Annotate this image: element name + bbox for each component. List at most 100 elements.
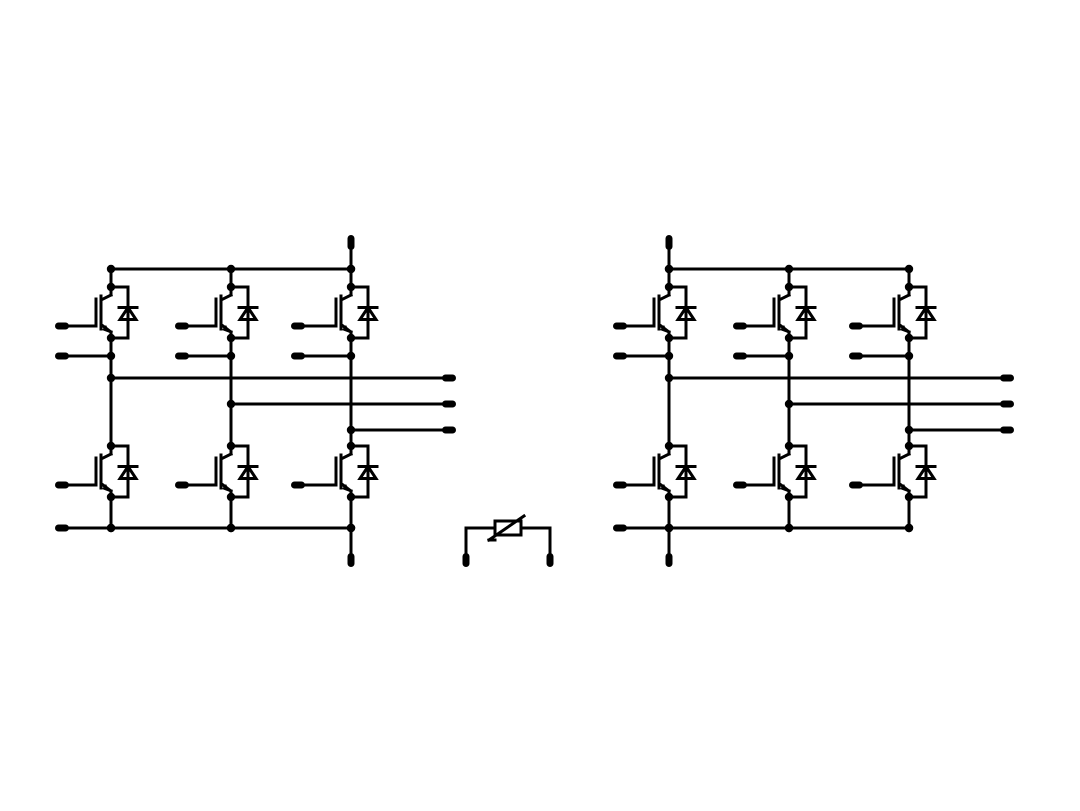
junction-dot	[904, 492, 914, 502]
collector-lead	[778, 292, 792, 302]
junction-dot	[904, 523, 914, 533]
collector-lead	[340, 292, 354, 302]
junction-dot	[664, 264, 674, 274]
junction-dot	[784, 523, 794, 533]
collector-lead	[340, 451, 354, 461]
wiring	[67, 248, 1002, 555]
junction-dot	[226, 351, 236, 361]
diode-triangle	[915, 304, 937, 321]
diode-triangle	[795, 463, 817, 480]
collector-lead	[658, 451, 672, 461]
terminal-pad	[849, 481, 863, 489]
terminal-pad	[291, 481, 305, 489]
emitter-arrow	[900, 325, 908, 333]
emitter-arrow	[342, 484, 350, 492]
diode-triangle	[237, 463, 259, 480]
emitter-arrow	[780, 484, 788, 492]
junction-dot	[664, 333, 674, 343]
junction-dot	[904, 351, 914, 361]
igbt-with-antiparallel-diode-icon	[861, 285, 937, 358]
junction-dot	[784, 492, 794, 502]
terminal-pad	[613, 322, 627, 330]
diode-triangle	[915, 463, 937, 480]
collector-lead	[898, 451, 912, 461]
diode-triangle	[675, 304, 697, 321]
junction-dot	[106, 523, 116, 533]
junction-dot	[346, 282, 356, 292]
terminal-pad	[613, 352, 627, 360]
terminal-pad	[55, 352, 69, 360]
igbt-with-antiparallel-diode-icon	[625, 285, 697, 358]
terminal-pad	[347, 235, 355, 250]
terminal-pad	[175, 481, 189, 489]
diode-triangle	[117, 463, 139, 480]
igbt-with-antiparallel-diode-icon	[303, 444, 379, 530]
terminal-pad	[733, 322, 747, 330]
emitter-arrow	[102, 484, 110, 492]
terminal-pad	[665, 553, 673, 567]
junction-dot	[106, 264, 116, 274]
igbt-with-antiparallel-diode-icon	[187, 444, 259, 530]
diode-triangle	[795, 304, 817, 321]
terminal-pad	[1000, 400, 1014, 408]
terminal-pad	[442, 374, 456, 382]
junction-dot	[346, 264, 356, 274]
terminal-pad	[291, 352, 305, 360]
junction-dot	[784, 333, 794, 343]
junction-dot	[226, 399, 236, 409]
collector-lead	[778, 451, 792, 461]
junction-dot	[226, 492, 236, 502]
emitter-arrow	[222, 484, 230, 492]
junction-dot	[346, 351, 356, 361]
junction-dot	[106, 441, 116, 451]
junction-dot	[346, 425, 356, 435]
terminal-pad	[175, 352, 189, 360]
junction-dot	[664, 441, 674, 451]
collector-lead	[100, 451, 114, 461]
terminal-pad	[442, 426, 456, 434]
diode-triangle	[117, 304, 139, 321]
collector-lead	[220, 292, 234, 302]
junction-dot	[106, 282, 116, 292]
junction-dot	[664, 351, 674, 361]
emitter-arrow	[222, 325, 230, 333]
terminal-pad	[849, 322, 863, 330]
junction-dot	[226, 523, 236, 533]
junction-dot	[664, 282, 674, 292]
junction-dot	[664, 523, 674, 533]
junction-dot	[784, 282, 794, 292]
terminal-pad	[849, 352, 863, 360]
junction-dot	[784, 399, 794, 409]
junction-dot	[346, 441, 356, 451]
igbt-with-antiparallel-diode-icon	[303, 285, 379, 358]
terminal-pad	[733, 481, 747, 489]
terminal-pad	[55, 322, 69, 330]
collector-lead	[898, 292, 912, 302]
junction-dot	[226, 333, 236, 343]
terminal-pad	[462, 553, 470, 567]
terminal-pad	[347, 553, 355, 567]
junction-dot	[106, 373, 116, 383]
junction-dot	[904, 441, 914, 451]
emitter-arrow	[900, 484, 908, 492]
junction-dot	[106, 351, 116, 361]
collector-lead	[100, 292, 114, 302]
igbt-with-antiparallel-diode-icon	[67, 444, 139, 530]
junction-dot	[106, 492, 116, 502]
terminal-pad	[1000, 374, 1014, 382]
igbt-with-antiparallel-diode-icon	[625, 444, 697, 530]
terminal-pad	[291, 322, 305, 330]
diode-triangle	[357, 463, 379, 480]
junction-dot	[664, 373, 674, 383]
terminal-pad	[55, 481, 69, 489]
igbt-with-antiparallel-diode-icon	[745, 285, 817, 358]
junction-dot	[346, 492, 356, 502]
igbt-with-antiparallel-diode-icon	[67, 285, 139, 358]
diode-triangle	[357, 304, 379, 321]
ntc-thermistor-icon	[464, 513, 552, 555]
terminal-pad	[613, 524, 627, 532]
junction-dot	[664, 492, 674, 502]
junction-dot	[346, 523, 356, 533]
diode-triangle	[675, 463, 697, 480]
